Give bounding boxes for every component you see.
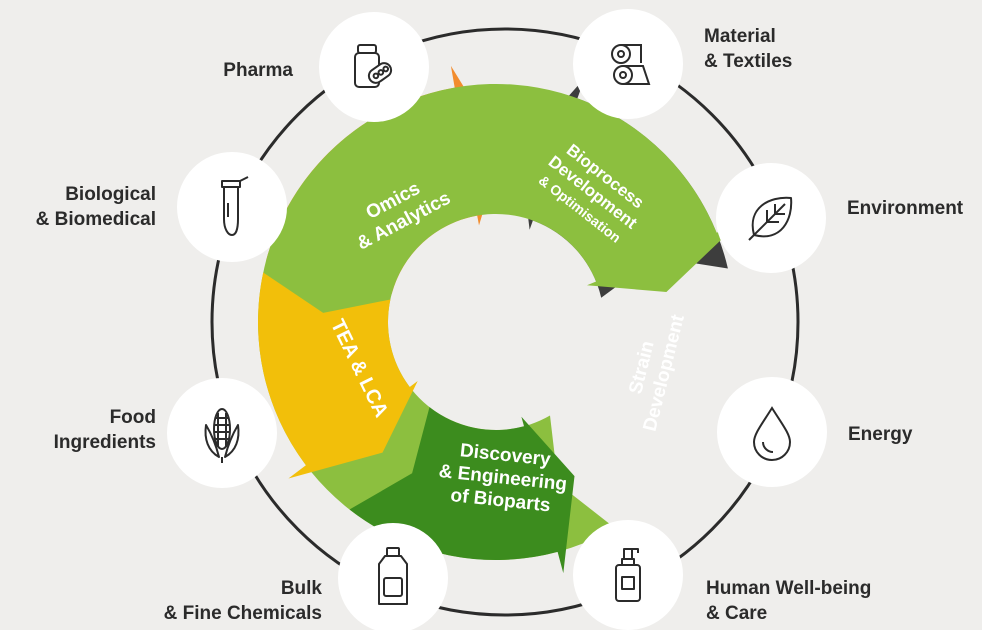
node-biological [177,152,287,262]
label-energy: Energy [848,424,913,445]
droplet-icon [752,406,792,462]
label-environment: Environment [847,198,964,219]
leaf-icon [748,196,793,241]
pill-bottle-icon [354,44,393,88]
corn-icon [204,408,240,463]
label-wellbeing: Human Well-being & Care [706,578,872,624]
label-biological: Biological & Biomedical [35,184,156,230]
node-energy [717,377,827,487]
node-wellbeing [573,520,683,630]
pump-bottle-icon [615,548,641,602]
node-chemicals [338,523,448,630]
segment-label-discovery: Discovery& Engineeringof Bioparts [435,438,570,518]
label-chemicals: Bulk & Fine Chemicals [163,578,322,624]
segment-tea [257,272,418,479]
node-food [167,378,277,488]
test-tube-icon [221,176,249,236]
node-pharma [319,12,429,122]
node-environment [716,163,826,273]
segment-label-strain: StrainDevelopment [617,306,689,433]
chemical-bottle-icon [378,547,408,605]
label-food: Food Ingredients [53,407,156,453]
label-pharma: Pharma [223,60,293,81]
label-material: Material & Textiles [704,26,793,72]
outer-ring [210,27,800,617]
fabric-rolls-icon [611,44,651,85]
node-material [573,9,683,119]
